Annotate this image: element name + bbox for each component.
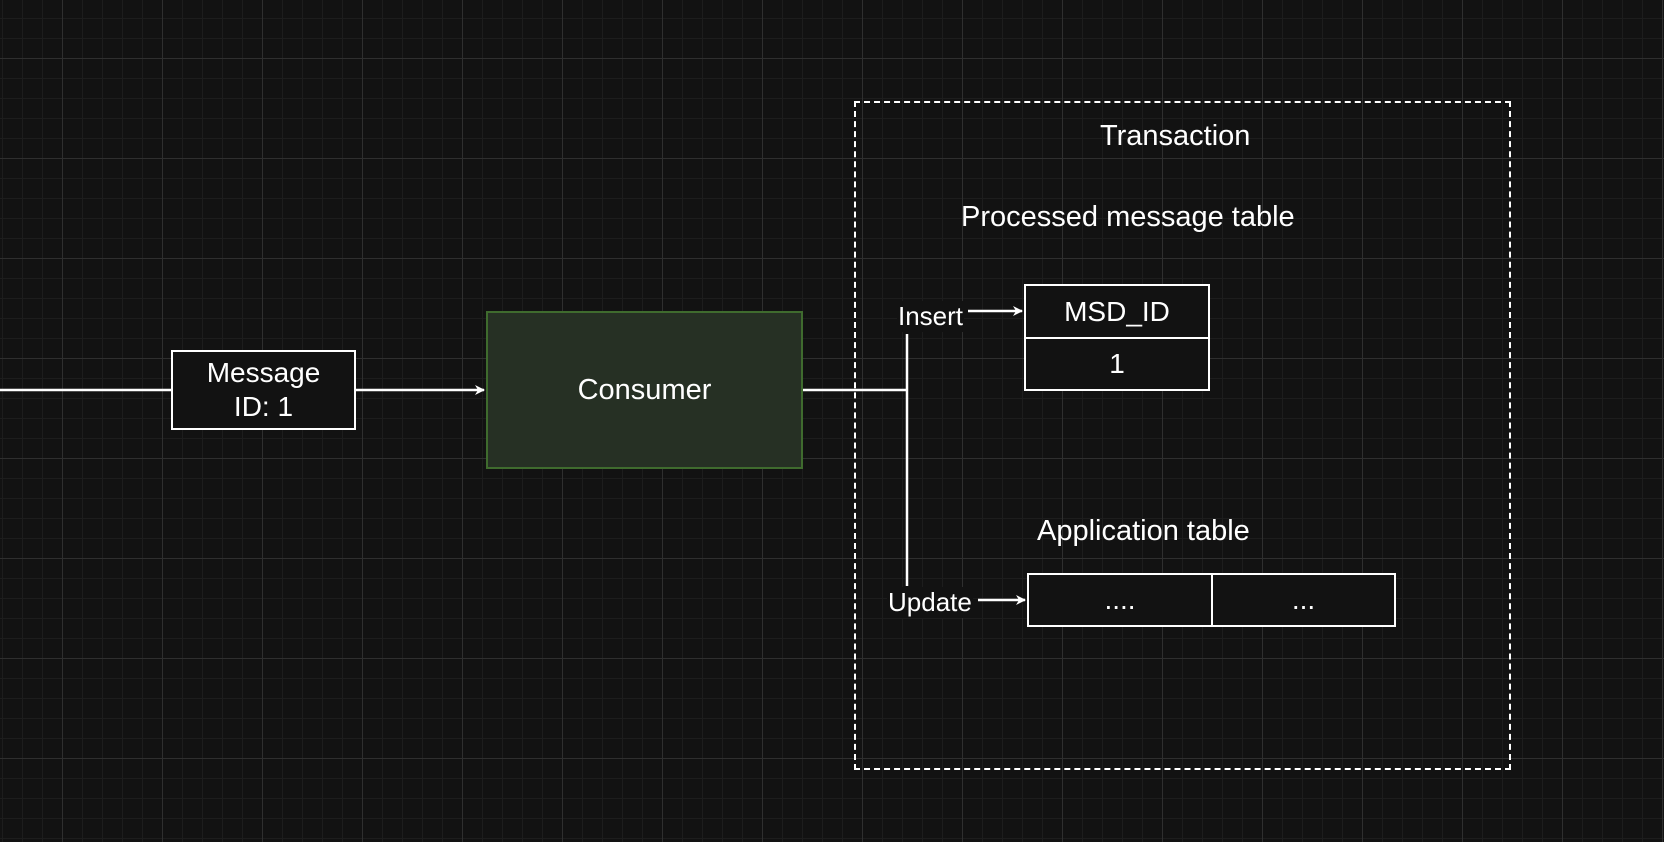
insert-edge-label: Insert: [897, 301, 965, 332]
update-edge-label: Update: [887, 587, 973, 618]
processed-table-title: Processed message table: [961, 201, 1295, 233]
application-table-cell: ....: [1027, 573, 1213, 627]
application-table-title: Application table: [1037, 515, 1250, 547]
processed-table-header: MSD_ID: [1024, 284, 1210, 339]
message-node: Message ID: 1: [171, 350, 356, 430]
transaction-title: Transaction: [1100, 120, 1251, 152]
application-table-cell: ...: [1211, 573, 1396, 627]
consumer-node: Consumer: [486, 311, 803, 469]
transaction-boundary: [854, 101, 1511, 770]
processed-table-value: 1: [1024, 337, 1210, 391]
